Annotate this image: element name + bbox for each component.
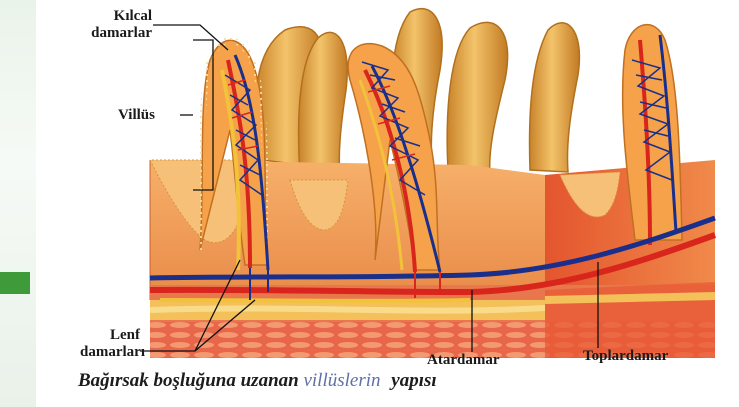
label-lenf-line1: Lenf [80, 327, 140, 344]
caption-part1: Bağırsak boşluğuna uzanan [78, 370, 299, 391]
figure-caption: Bağırsak boşluğuna uzanan villüslerin ya… [78, 370, 437, 392]
label-atardamar: Atardamar [427, 352, 499, 369]
label-lenf-line2: damarları [80, 344, 140, 361]
label-kilcal-line1: Kılcal [82, 8, 152, 25]
villus-right [623, 25, 682, 245]
label-kilcal: Kılcal damarlar [82, 8, 152, 42]
label-villus: Villüs [118, 107, 155, 124]
label-toplardamar: Toplardamar [583, 348, 668, 365]
caption-part3: yapısı [391, 370, 436, 391]
label-kilcal-line2: damarlar [82, 25, 152, 42]
caption-part2: villüslerin [303, 370, 380, 391]
label-lenf: Lenf damarları [80, 327, 140, 361]
